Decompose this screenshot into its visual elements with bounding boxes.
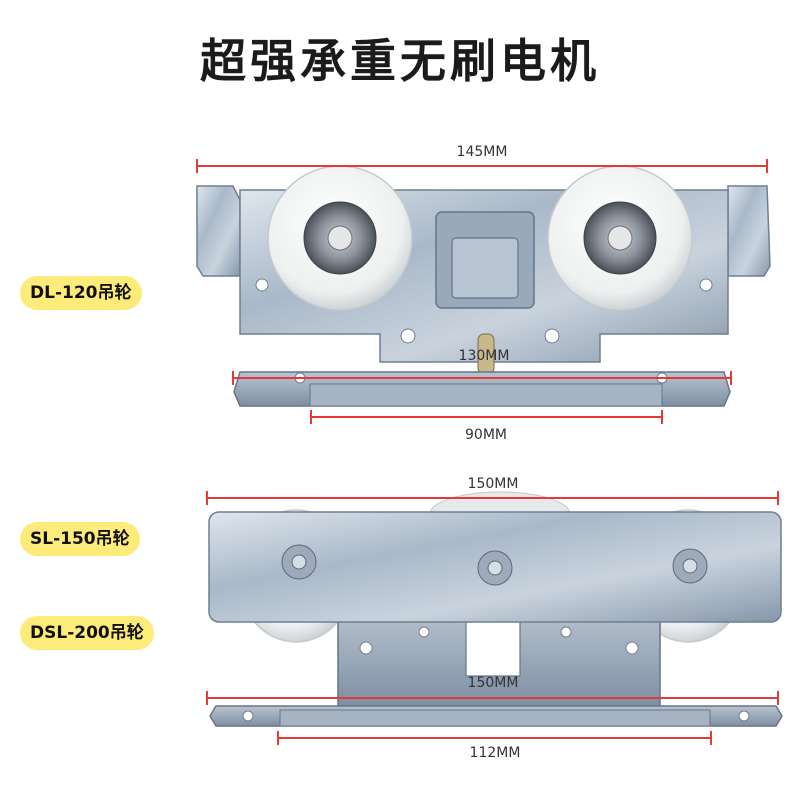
model-label-dsl-200: DSL-200吊轮 [20, 616, 154, 650]
dimension-150mm-rail: 150MM [467, 675, 519, 691]
dimension-145mm: 145MM [456, 144, 508, 160]
dimension-lines-bottom [206, 491, 779, 745]
dimension-90mm: 90MM [465, 427, 507, 443]
page-title: 超强承重无刷电机 [200, 34, 600, 88]
model-label-dl-120: DL-120吊轮 [20, 276, 142, 310]
dl-120-wheel-assembly [196, 165, 771, 407]
dimension-112mm: 112MM [469, 745, 521, 761]
dimension-130mm: 130MM [458, 348, 510, 364]
dimension-lines-top [196, 159, 768, 424]
model-label-sl-150: SL-150吊轮 [20, 522, 140, 556]
dimension-150mm-top: 150MM [467, 476, 519, 492]
sl-150-wheel-assembly [208, 491, 783, 727]
